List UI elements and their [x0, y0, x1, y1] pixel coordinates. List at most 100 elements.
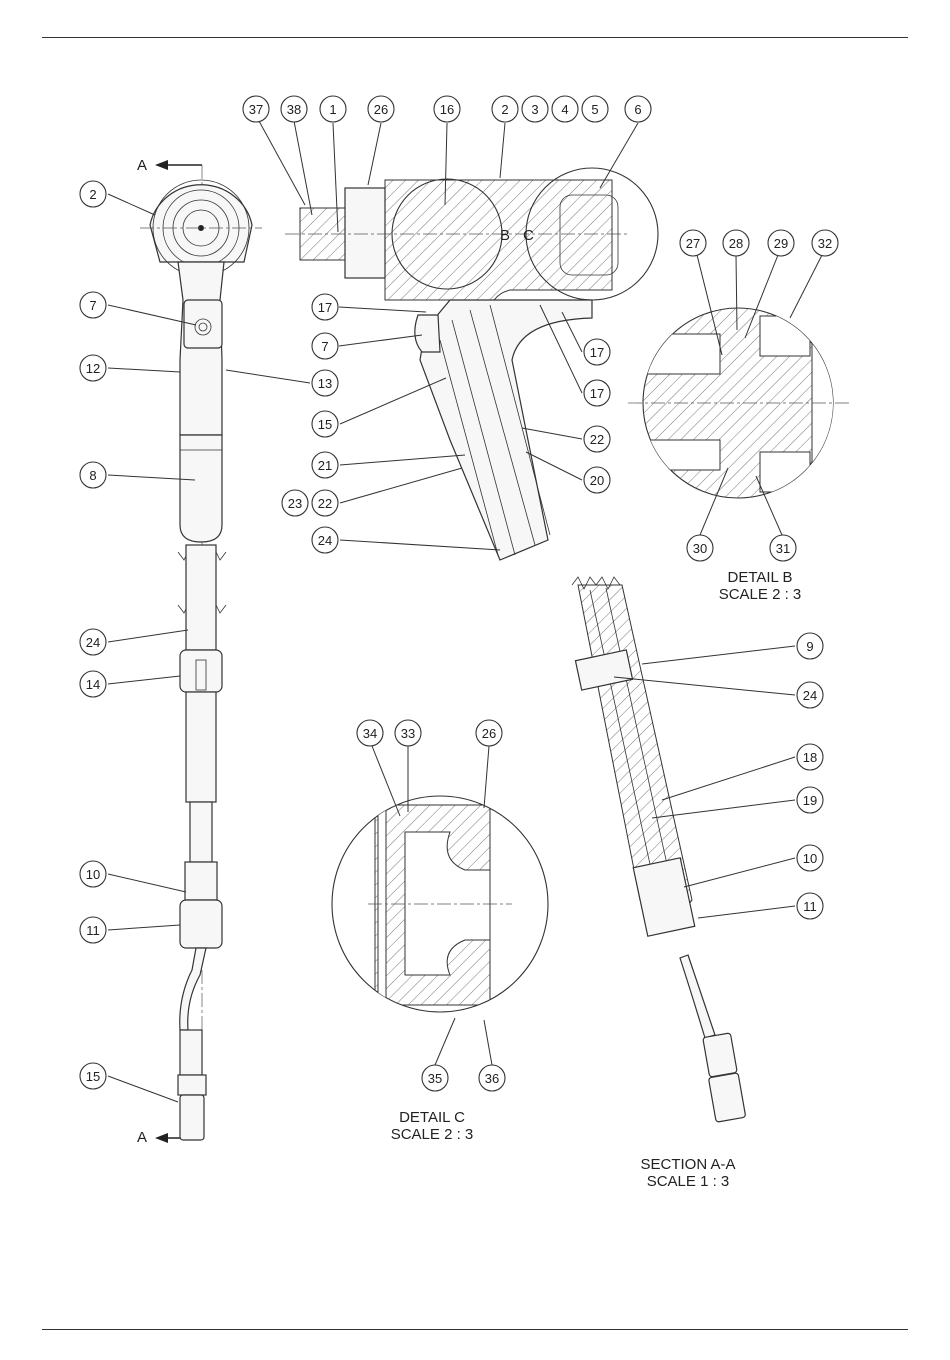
- detail-b-scale: SCALE 2 : 3: [719, 586, 802, 603]
- svg-text:10: 10: [803, 851, 817, 866]
- balloon-16: 16: [434, 96, 460, 122]
- svg-text:10: 10: [86, 867, 100, 882]
- balloon-6: 6: [625, 96, 651, 122]
- balloon-24: 24: [797, 682, 823, 708]
- svg-text:16: 16: [440, 102, 454, 117]
- svg-text:33: 33: [401, 726, 415, 741]
- svg-text:18: 18: [803, 750, 817, 765]
- svg-text:12: 12: [86, 361, 100, 376]
- balloon-10: 10: [80, 861, 106, 887]
- svg-text:14: 14: [86, 677, 100, 692]
- balloon-15: 15: [80, 1063, 106, 1089]
- svg-text:9: 9: [806, 639, 813, 654]
- balloon-4: 4: [552, 96, 578, 122]
- balloon-38: 38: [281, 96, 307, 122]
- section-marker-bottom: A: [137, 1129, 147, 1146]
- svg-text:21: 21: [318, 458, 332, 473]
- balloon-31: 31: [770, 535, 796, 561]
- caption-section-aa: SECTION A-A SCALE 1 : 3: [640, 1156, 735, 1190]
- detail-mark-c: C: [523, 227, 534, 244]
- section-aa-scale: SCALE 1 : 3: [647, 1173, 730, 1190]
- svg-text:26: 26: [374, 102, 388, 117]
- balloon-27: 27: [680, 230, 706, 256]
- balloon-11: 11: [797, 893, 823, 919]
- detail-b-title: DETAIL B: [727, 569, 792, 586]
- balloons-main-right: 17 17 22 20: [584, 339, 610, 493]
- balloon-17: 17: [312, 294, 338, 320]
- balloon-5: 5: [582, 96, 608, 122]
- svg-text:22: 22: [590, 432, 604, 447]
- balloons-section-right: 9 24 18 19 10 11: [797, 633, 823, 919]
- balloon-10: 10: [797, 845, 823, 871]
- balloon-15: 15: [312, 411, 338, 437]
- balloon-21: 21: [312, 452, 338, 478]
- svg-text:6: 6: [634, 102, 641, 117]
- balloon-7: 7: [312, 333, 338, 359]
- balloon-34: 34: [357, 720, 383, 746]
- left-assembly-view: A A: [137, 157, 262, 1146]
- svg-text:24: 24: [318, 533, 332, 548]
- balloon-20: 20: [584, 467, 610, 493]
- svg-text:13: 13: [318, 376, 332, 391]
- section-aa-view: [572, 577, 746, 1122]
- balloon-19: 19: [797, 787, 823, 813]
- balloon-22: 22: [584, 426, 610, 452]
- svg-text:24: 24: [86, 635, 100, 650]
- detail-b-view: [628, 300, 852, 505]
- svg-text:32: 32: [818, 236, 832, 251]
- svg-text:8: 8: [89, 468, 96, 483]
- svg-text:23: 23: [288, 496, 302, 511]
- svg-text:28: 28: [729, 236, 743, 251]
- svg-text:26: 26: [482, 726, 496, 741]
- balloon-24: 24: [80, 629, 106, 655]
- svg-text:37: 37: [249, 102, 263, 117]
- balloon-23: 23: [282, 490, 308, 516]
- svg-text:11: 11: [86, 923, 100, 938]
- svg-text:15: 15: [318, 417, 332, 432]
- svg-text:17: 17: [590, 386, 604, 401]
- balloon-24: 24: [312, 527, 338, 553]
- balloon-13: 13: [312, 370, 338, 396]
- balloon-17: 17: [584, 339, 610, 365]
- svg-text:5: 5: [591, 102, 598, 117]
- balloons-main-left: 17 7 15 21 23 22 24: [282, 294, 338, 553]
- svg-text:38: 38: [287, 102, 301, 117]
- svg-text:3: 3: [531, 102, 538, 117]
- detail-c-title: DETAIL C: [399, 1109, 465, 1126]
- svg-text:2: 2: [501, 102, 508, 117]
- caption-detail-c: DETAIL C SCALE 2 : 3: [391, 1109, 474, 1143]
- svg-text:1: 1: [329, 102, 336, 117]
- svg-text:27: 27: [686, 236, 700, 251]
- svg-text:24: 24: [803, 688, 817, 703]
- svg-text:30: 30: [693, 541, 707, 556]
- svg-text:29: 29: [774, 236, 788, 251]
- svg-text:7: 7: [321, 339, 328, 354]
- section-marker-top: A: [137, 157, 147, 174]
- balloon-2: 2: [492, 96, 518, 122]
- balloon-28: 28: [723, 230, 749, 256]
- balloon-2: 2: [80, 181, 106, 207]
- svg-text:31: 31: [776, 541, 790, 556]
- balloon-33: 33: [395, 720, 421, 746]
- balloon-26: 26: [368, 96, 394, 122]
- svg-text:36: 36: [485, 1071, 499, 1086]
- balloon-1: 1: [320, 96, 346, 122]
- balloon-14: 14: [80, 671, 106, 697]
- balloon-12: 12: [80, 355, 106, 381]
- balloon-29: 29: [768, 230, 794, 256]
- section-aa-title: SECTION A-A: [640, 1156, 735, 1173]
- svg-text:15: 15: [86, 1069, 100, 1084]
- balloon-9: 9: [797, 633, 823, 659]
- balloons-top: 37 38 1 26 16 2 3 4 5 6: [243, 96, 651, 122]
- balloon-17: 17: [584, 380, 610, 406]
- balloon-32: 32: [812, 230, 838, 256]
- balloon-18: 18: [797, 744, 823, 770]
- detail-c-view: [332, 796, 548, 1012]
- detail-c-scale: SCALE 2 : 3: [391, 1126, 474, 1143]
- balloon-22: 22: [312, 490, 338, 516]
- svg-text:4: 4: [561, 102, 568, 117]
- balloon-8: 8: [80, 462, 106, 488]
- detail-mark-b: B: [500, 227, 510, 244]
- svg-text:17: 17: [318, 300, 332, 315]
